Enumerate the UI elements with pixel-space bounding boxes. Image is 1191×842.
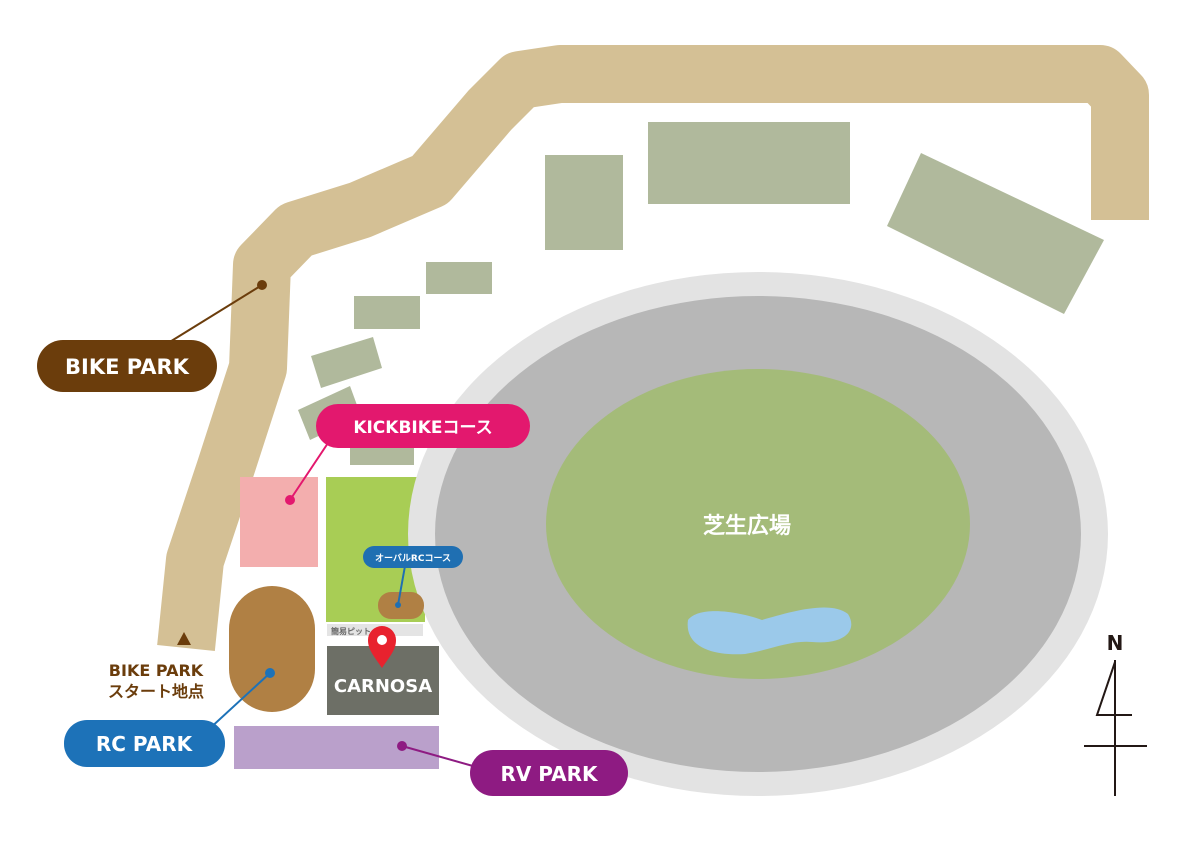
rv-park-dot bbox=[397, 741, 407, 751]
oval-rc-dot bbox=[395, 602, 401, 608]
building-block bbox=[545, 155, 623, 250]
pond bbox=[687, 607, 852, 655]
north-label: N bbox=[1107, 631, 1124, 655]
location-pin-hole bbox=[377, 635, 387, 645]
bike-park-leader bbox=[159, 284, 263, 349]
oval-rc-course bbox=[378, 592, 424, 619]
bike-park-dot bbox=[257, 280, 267, 290]
north-arrow-icon: N bbox=[1084, 631, 1147, 796]
rv-park-pill-label: RV PARK bbox=[500, 762, 599, 786]
bike-start-label-line1: BIKE PARK bbox=[109, 661, 204, 680]
rc-park-pill-bg bbox=[64, 720, 225, 767]
rv-park-pill[interactable]: RV PARK bbox=[470, 750, 628, 796]
bike-park-path bbox=[157, 45, 1149, 651]
bike-start-label-line2: スタート地点 bbox=[108, 682, 204, 701]
building-block bbox=[887, 153, 1104, 314]
bike-start-triangle-icon bbox=[177, 632, 191, 645]
kickbike-leader bbox=[289, 439, 331, 501]
bike-park-pill-bg bbox=[37, 340, 217, 392]
rv-park-leader bbox=[401, 745, 481, 769]
north-arrow-head bbox=[1095, 661, 1132, 716]
oval-rc-pill-bg bbox=[363, 546, 463, 568]
building-block bbox=[354, 296, 420, 329]
grass-plaza-label: 芝生広場 bbox=[703, 513, 791, 539]
oval-rc-pill-label: オーバルRCコース bbox=[375, 553, 451, 564]
rc-park-pill-label: RC PARK bbox=[96, 732, 194, 756]
building-block bbox=[426, 262, 492, 294]
leader-dots bbox=[257, 280, 407, 751]
oval-rc-leader bbox=[397, 565, 406, 606]
rc-park-dot bbox=[265, 668, 275, 678]
rc-park-track bbox=[229, 586, 315, 712]
building-block bbox=[311, 337, 382, 388]
location-pin-icon[interactable] bbox=[368, 626, 396, 668]
building-block bbox=[350, 447, 414, 465]
kickbike-pill-bg bbox=[316, 404, 530, 448]
carnosa-label: CARNOSA bbox=[334, 676, 432, 697]
bike-park-pill-label: BIKE PARK bbox=[65, 355, 190, 379]
rc-park-pill[interactable]: RC PARK bbox=[64, 720, 225, 767]
bike-park-pill[interactable]: BIKE PARK bbox=[37, 340, 217, 392]
grass-plaza-oval bbox=[546, 369, 970, 679]
location-pin-shape bbox=[368, 626, 396, 668]
kickbike-pill-label: KICKBIKEコース bbox=[353, 418, 492, 438]
oval-rc-pill[interactable]: オーバルRCコース bbox=[363, 546, 463, 568]
building-blocks bbox=[298, 122, 1104, 465]
kickbike-dot bbox=[285, 495, 295, 505]
simple-pit-label: 簡易ピット bbox=[331, 626, 371, 636]
kickbike-area bbox=[240, 477, 318, 567]
rv-park-pill-bg bbox=[470, 750, 628, 796]
kickbike-pill[interactable]: KICKBIKEコース bbox=[316, 404, 530, 448]
building-block bbox=[648, 122, 850, 204]
